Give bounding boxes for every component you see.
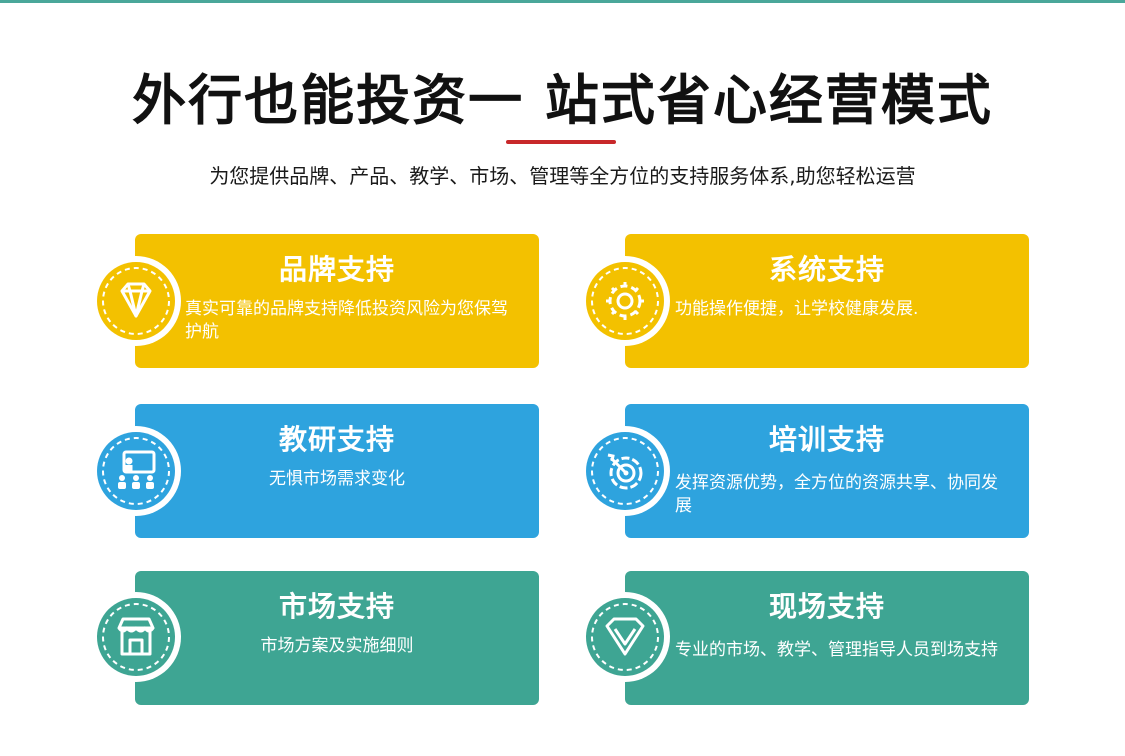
card-training-support: 培训支持 发挥资源优势，全方位的资源共享、协同发展: [625, 404, 1029, 538]
card-icon-badge: [580, 256, 670, 346]
card-icon-badge: [580, 592, 670, 682]
page-title: 外行也能投资一 站式省心经营模式: [132, 69, 993, 132]
card-onsite-support: 现场支持 专业的市场、教学、管理指导人员到场支持: [625, 571, 1029, 705]
target-icon: [591, 437, 659, 505]
gear-icon: [591, 267, 659, 335]
page-subtitle: 为您提供品牌、产品、教学、市场、管理等全方位的支持服务体系,助您轻松运营: [209, 164, 916, 188]
card-title: 现场支持: [768, 590, 885, 623]
card-market-support: 市场支持 市场方案及实施细则: [135, 571, 539, 705]
storefront-icon: [102, 603, 170, 671]
card-title: 系统支持: [768, 253, 885, 286]
card-title: 品牌支持: [278, 253, 395, 286]
card-title: 培训支持: [768, 423, 885, 456]
top-accent-bar: [0, 0, 1125, 3]
card-description: 发挥资源优势，全方位的资源共享、协同发展: [675, 473, 998, 516]
card-title: 市场支持: [278, 590, 395, 623]
card-research-support: 教研支持 无惧市场需求变化: [135, 404, 539, 538]
card-title: 教研支持: [278, 423, 395, 456]
card-description: 市场方案及实施细则: [260, 636, 414, 656]
card-description: 专业的市场、教学、管理指导人员到场支持: [675, 640, 998, 660]
card-brand-support: 品牌支持 真实可靠的品牌支持降低投资风险为您保驾护航: [135, 234, 539, 368]
card-description: 无惧市场需求变化: [269, 469, 405, 489]
diamond-icon: [102, 267, 170, 335]
card-description: 功能操作便捷，让学校健康发展.: [675, 299, 919, 319]
teacher-board-icon: [102, 437, 170, 505]
shield-check-icon: [591, 603, 659, 671]
card-system-support: 系统支持 功能操作便捷，让学校健康发展.: [625, 234, 1029, 368]
card-icon-badge: [91, 426, 181, 516]
card-icon-badge: [91, 592, 181, 682]
title-underline: [506, 140, 616, 144]
card-icon-badge: [580, 426, 670, 516]
card-description: 真实可靠的品牌支持降低投资风险为您保驾护航: [185, 299, 508, 342]
card-icon-badge: [91, 256, 181, 346]
